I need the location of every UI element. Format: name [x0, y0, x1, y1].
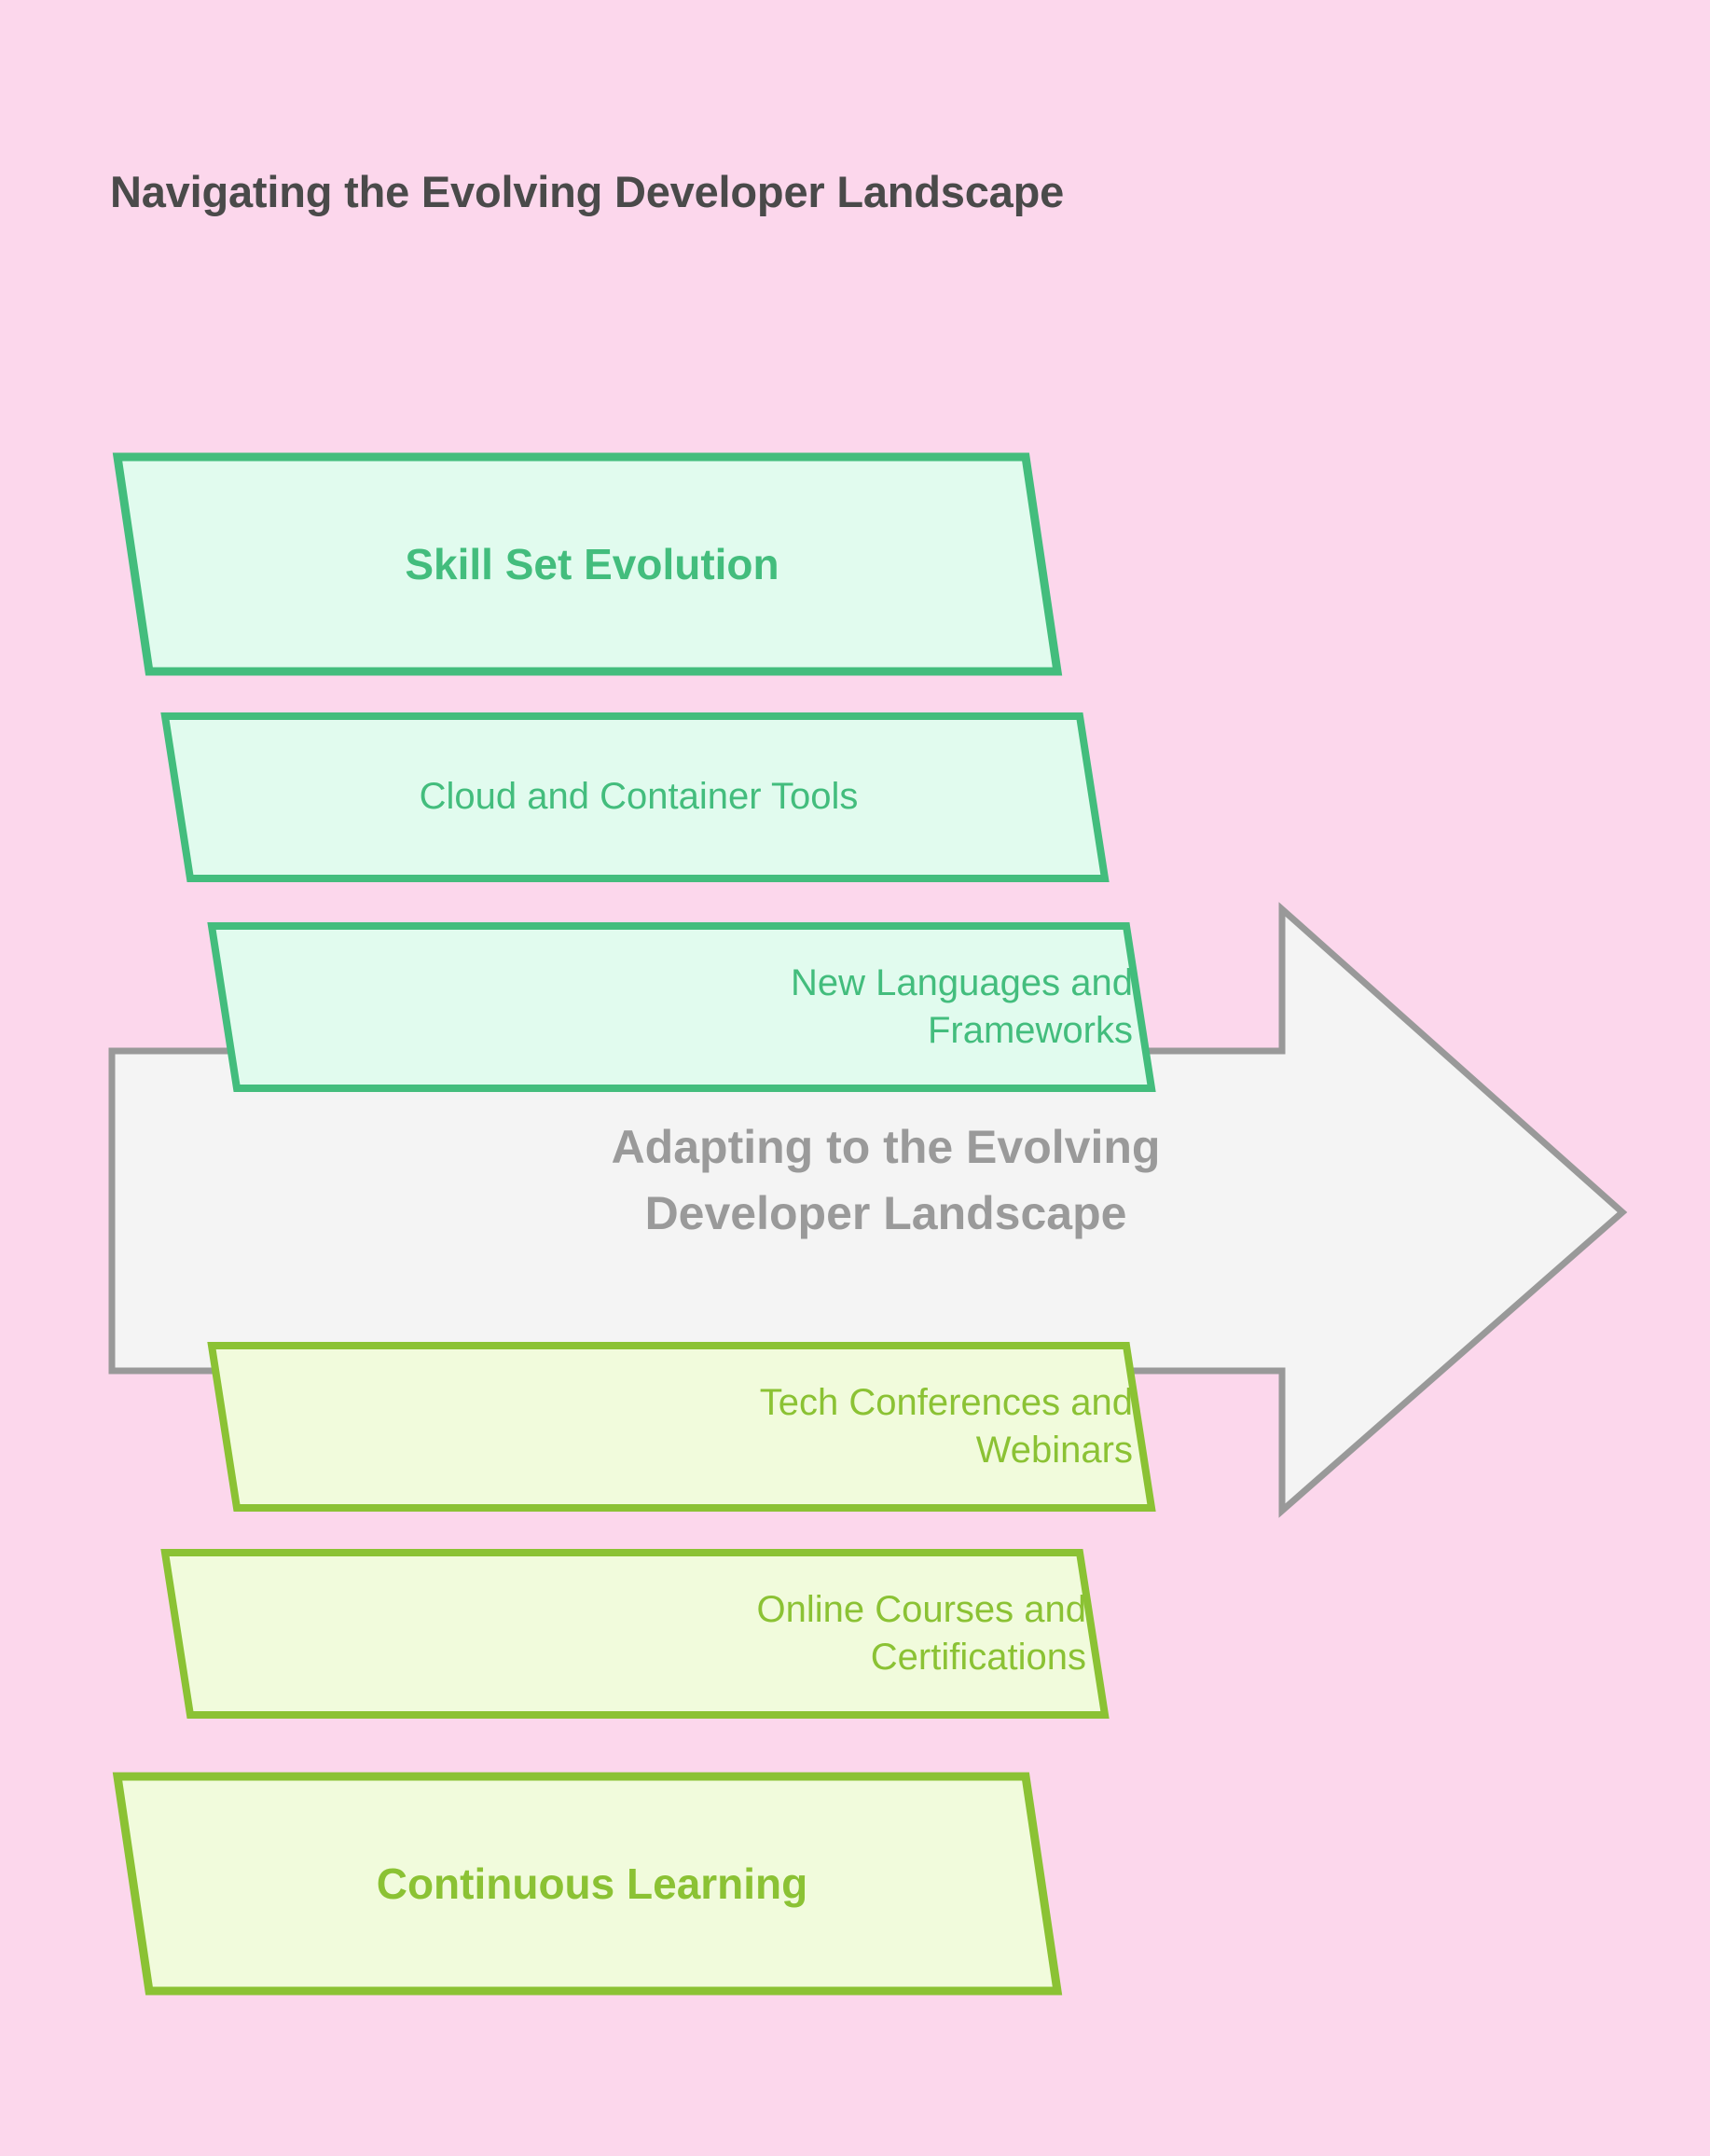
shape-label-cloud-and-container-tools: Cloud and Container Tools: [419, 776, 859, 818]
parallelogram-path: [160, 712, 1110, 882]
shape-online-courses-and-certifications[interactable]: Online Courses and Certifications: [145, 1545, 1133, 1722]
shape-skill-set-evolution[interactable]: Skill Set Evolution: [93, 448, 1082, 681]
parallelogram-tech-conferences-and-webinars: [207, 1342, 1156, 1512]
parallelogram-path: [207, 1342, 1156, 1512]
shape-cloud-and-container-tools[interactable]: Cloud and Container Tools: [145, 709, 1133, 886]
parallelogram-skill-set-evolution: [112, 452, 1063, 676]
parallelogram-path: [112, 452, 1063, 676]
shape-tech-conferences-and-webinars[interactable]: Tech Conferences and Webinars: [191, 1338, 1179, 1515]
shape-label-continuous-learning: Continuous Learning: [376, 1859, 808, 1908]
parallelogram-path: [160, 1549, 1110, 1719]
parallelogram-path: [207, 922, 1156, 1092]
parallelogram-online-courses-and-certifications: [160, 1549, 1110, 1719]
shape-label-tech-conferences-and-webinars: Tech Conferences and Webinars: [759, 1381, 1133, 1471]
arrow-label-line1: Adapting to the Evolving: [611, 1121, 1161, 1173]
arrow-label-line2: Developer Landscape: [644, 1187, 1127, 1239]
shape-new-languages-and-frameworks[interactable]: New Languages and Frameworks: [191, 919, 1179, 1096]
page-title: Navigating the Evolving Developer Landsc…: [110, 167, 1065, 216]
shape-label-online-courses-and-certifications: Online Courses and Certifications: [756, 1588, 1086, 1678]
shape-label-skill-set-evolution: Skill Set Evolution: [405, 539, 779, 588]
shape-label-new-languages-and-frameworks: New Languages and Frameworks: [791, 961, 1133, 1051]
arrow-label: Adapting to the Evolving Developer Lands…: [401, 1114, 1371, 1247]
parallelogram-cloud-and-container-tools: [160, 712, 1110, 882]
parallelogram-continuous-learning: [112, 1772, 1063, 1996]
shape-continuous-learning[interactable]: Continuous Learning: [93, 1767, 1082, 2000]
parallelogram-new-languages-and-frameworks: [207, 922, 1156, 1092]
parallelogram-path: [112, 1772, 1063, 1996]
